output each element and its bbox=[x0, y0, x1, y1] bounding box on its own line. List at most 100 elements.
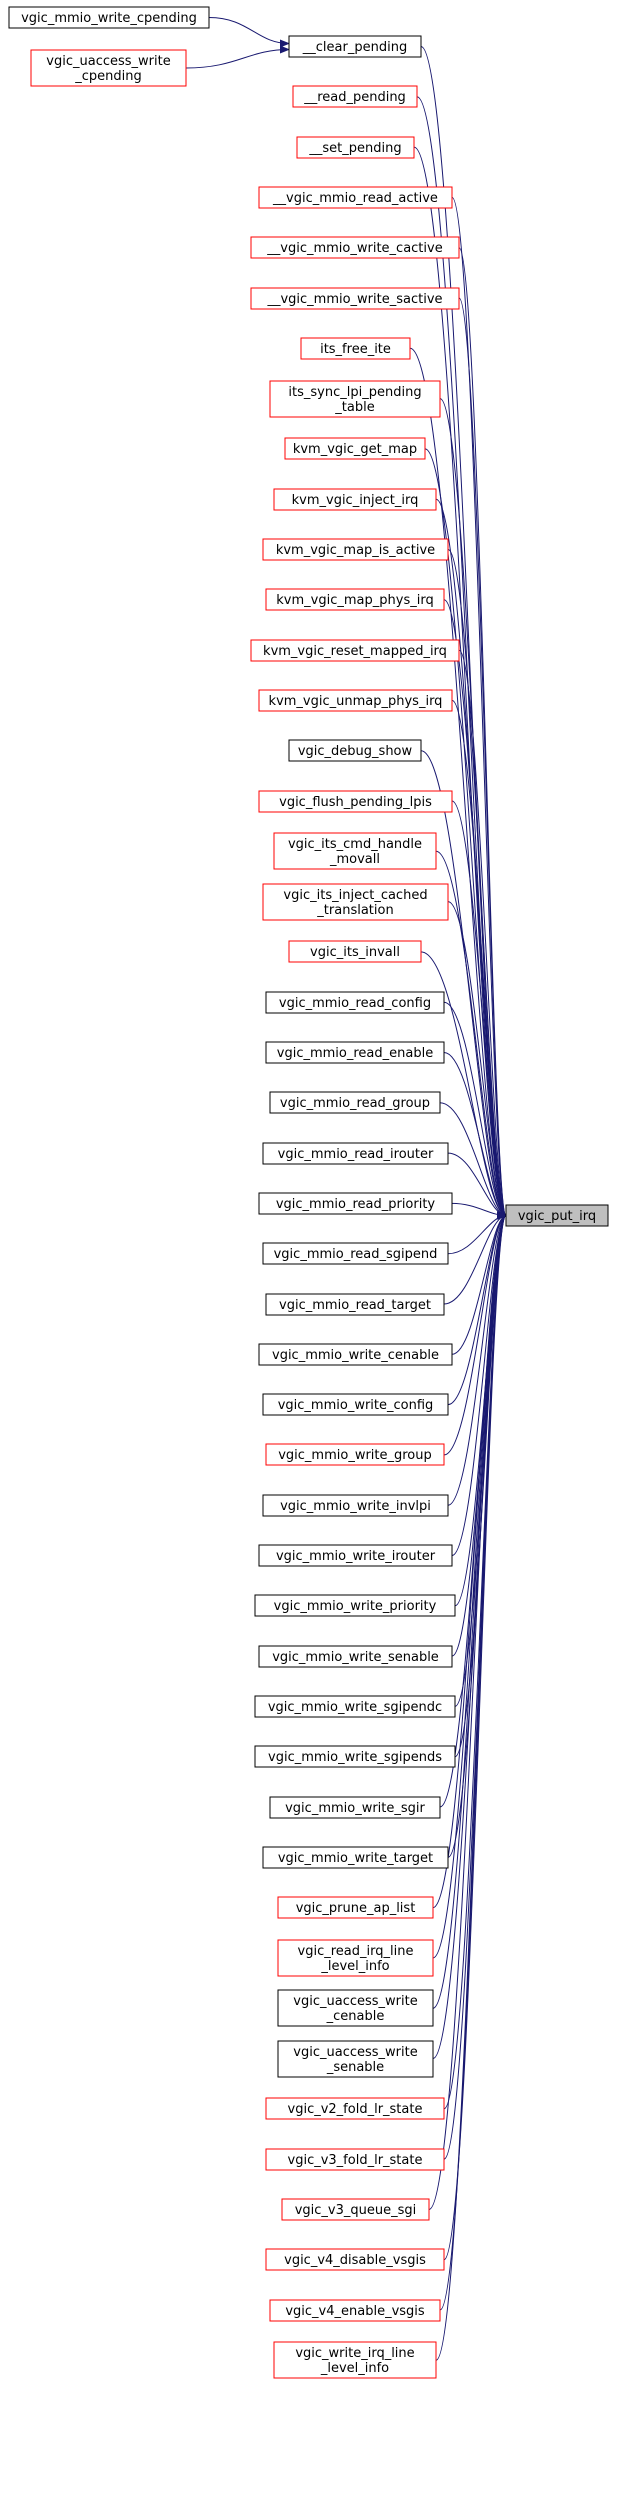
node-label: vgic_mmio_write_sgipendc bbox=[268, 1700, 442, 1715]
node-box bbox=[277, 1896, 434, 1919]
node-vgic-mmio-write-config[interactable]: vgic_mmio_write_config bbox=[262, 1393, 449, 1416]
node-label: kvm_vgic_inject_irq bbox=[292, 493, 419, 508]
node-label: _movall bbox=[329, 852, 380, 867]
node-label: vgic_its_inject_cached bbox=[283, 888, 427, 903]
node-box bbox=[269, 1796, 441, 1819]
node-box bbox=[258, 1544, 453, 1567]
node-vgic-mmio-read-config[interactable]: vgic_mmio_read_config bbox=[265, 991, 445, 1014]
edge-kvm-vgic-inject-irq bbox=[435, 498, 507, 1220]
node-label: vgic_mmio_read_irouter bbox=[278, 1147, 434, 1162]
node-label: _table bbox=[334, 400, 374, 415]
node-vgic-uaccess-write-senable[interactable]: vgic_uaccess_write_senable bbox=[277, 2040, 434, 2078]
node-vgic-mmio-read-irouter[interactable]: vgic_mmio_read_irouter bbox=[262, 1142, 449, 1165]
node-vgic-write-irq-line-level-info[interactable]: vgic_write_irq_line_level_info bbox=[273, 2341, 437, 2379]
node-label: _cpending bbox=[74, 69, 142, 84]
node-label: kvm_vgic_unmap_phys_irq bbox=[269, 694, 443, 709]
node-vgic-flush-pending-lpis[interactable]: vgic_flush_pending_lpis bbox=[258, 790, 453, 813]
node-its-sync-lpi-pending-table[interactable]: its_sync_lpi_pending_table bbox=[269, 380, 441, 418]
node-vgic-mmio-write-invlpi[interactable]: vgic_mmio_write_invlpi bbox=[262, 1494, 449, 1517]
node-vgic-v3-queue-sgi[interactable]: vgic_v3_queue_sgi bbox=[281, 2198, 430, 2221]
node-box bbox=[265, 1443, 445, 1466]
node-vgic-mmio-write-cenable[interactable]: vgic_mmio_write_cenable bbox=[258, 1343, 453, 1366]
node-label: vgic_v4_enable_vsgis bbox=[285, 2304, 425, 2319]
node-vgic-v3-fold-lr-state[interactable]: vgic_v3_fold_lr_state bbox=[265, 2148, 445, 2171]
node-box bbox=[273, 832, 437, 870]
edge-vgic-mmio-write-cpending bbox=[208, 17, 290, 48]
node-vgic-mmio-write-group[interactable]: vgic_mmio_write_group bbox=[265, 1443, 445, 1466]
node-label: its_sync_lpi_pending bbox=[288, 385, 421, 400]
node-kvm-vgic-inject-irq[interactable]: kvm_vgic_inject_irq bbox=[273, 488, 437, 511]
edge-kvm-vgic-get-map bbox=[424, 448, 507, 1220]
node-vgic-mmio-read-target[interactable]: vgic_mmio_read_target bbox=[265, 1293, 445, 1316]
node-vgic-put-irq[interactable]: vgic_put_irq bbox=[505, 1204, 609, 1227]
node-box bbox=[262, 1242, 449, 1265]
node-box bbox=[277, 2040, 434, 2078]
node-label: vgic_its_invall bbox=[310, 945, 400, 960]
edge-vgic-mmio-read-enable bbox=[443, 1052, 507, 1220]
nodes-layer: __clear_pending __read_pending __set_pendi… bbox=[8, 6, 609, 2379]
node-its-free-ite[interactable]: its_free_ite bbox=[300, 337, 411, 360]
node-box bbox=[288, 35, 422, 58]
node-vgic-mmio-read-group[interactable]: vgic_mmio_read_group bbox=[269, 1091, 441, 1114]
node-label: __clear_pending bbox=[302, 40, 407, 55]
node-box bbox=[300, 337, 411, 360]
node-vgic-uaccess-write-cpending[interactable]: vgic_uaccess_write_cpending bbox=[30, 49, 187, 87]
node-vgic-mmio-write-cactive[interactable]: __vgic_mmio_write_cactive bbox=[250, 236, 460, 259]
node-kvm-vgic-get-map[interactable]: kvm_vgic_get_map bbox=[284, 437, 426, 460]
edge-vgic-mmio-read-active bbox=[451, 196, 507, 1219]
node-box bbox=[262, 538, 449, 561]
node-label: vgic_mmio_write_invlpi bbox=[280, 1499, 431, 1514]
node-vgic-mmio-read-active[interactable]: __vgic_mmio_read_active bbox=[258, 186, 453, 209]
node-label: _level_info bbox=[320, 1959, 389, 1974]
node-label: vgic_uaccess_write bbox=[293, 1994, 417, 2009]
node-vgic-read-irq-line-level-info[interactable]: vgic_read_irq_line_level_info bbox=[277, 1939, 434, 1977]
node-kvm-vgic-map-phys-irq[interactable]: kvm_vgic_map_phys_irq bbox=[265, 588, 445, 611]
node-vgic-uaccess-write-cenable[interactable]: vgic_uaccess_write_cenable bbox=[277, 1989, 434, 2027]
node-vgic-v2-fold-lr-state[interactable]: vgic_v2_fold_lr_state bbox=[265, 2097, 445, 2120]
node-box bbox=[262, 1494, 449, 1517]
node-kvm-vgic-reset-mapped-irq[interactable]: kvm_vgic_reset_mapped_irq bbox=[250, 639, 460, 662]
node-vgic-v4-enable-vsgis[interactable]: vgic_v4_enable_vsgis bbox=[269, 2299, 441, 2322]
node-kvm-vgic-map-is-active[interactable]: kvm_vgic_map_is_active bbox=[262, 538, 449, 561]
node-box bbox=[250, 639, 460, 662]
node-box bbox=[288, 940, 422, 963]
node-box bbox=[265, 2097, 445, 2120]
node-label: vgic_write_irq_line bbox=[295, 2346, 414, 2361]
node-vgic-mmio-write-cpending[interactable]: vgic_mmio_write_cpending bbox=[8, 6, 210, 29]
node-vgic-mmio-read-enable[interactable]: vgic_mmio_read_enable bbox=[265, 1041, 445, 1064]
node-kvm-vgic-unmap-phys-irq[interactable]: kvm_vgic_unmap_phys_irq bbox=[258, 689, 453, 712]
node-label: vgic_its_cmd_handle bbox=[288, 837, 422, 852]
node-vgic-its-inject-cached-translation[interactable]: vgic_its_inject_cached_translation bbox=[262, 883, 449, 921]
node-vgic-mmio-write-irouter[interactable]: vgic_mmio_write_irouter bbox=[258, 1544, 453, 1567]
edge-vgic-v2-fold-lr-state bbox=[443, 1211, 507, 2110]
node-read-pending[interactable]: __read_pending bbox=[292, 85, 418, 108]
node-vgic-mmio-write-sgir[interactable]: vgic_mmio_write_sgir bbox=[269, 1796, 441, 1819]
node-box bbox=[265, 1041, 445, 1064]
node-box bbox=[258, 1645, 453, 1668]
node-vgic-mmio-write-senable[interactable]: vgic_mmio_write_senable bbox=[258, 1645, 453, 1668]
node-vgic-its-cmd-handle-movall[interactable]: vgic_its_cmd_handle_movall bbox=[273, 832, 437, 870]
node-vgic-debug-show[interactable]: vgic_debug_show bbox=[288, 739, 422, 762]
node-label: its_free_ite bbox=[320, 342, 391, 357]
node-set-pending[interactable]: __set_pending bbox=[296, 136, 415, 159]
node-label: vgic_mmio_write_sgipends bbox=[268, 1750, 442, 1765]
node-vgic-mmio-write-sactive[interactable]: __vgic_mmio_write_sactive bbox=[250, 287, 460, 310]
node-vgic-prune-ap-list[interactable]: vgic_prune_ap_list bbox=[277, 1896, 434, 1919]
node-vgic-mmio-write-sgipends[interactable]: vgic_mmio_write_sgipends bbox=[254, 1745, 456, 1768]
node-vgic-mmio-write-priority[interactable]: vgic_mmio_write_priority bbox=[254, 1594, 456, 1617]
node-vgic-mmio-read-sgipend[interactable]: vgic_mmio_read_sgipend bbox=[262, 1242, 449, 1265]
node-box bbox=[265, 2248, 445, 2271]
node-box bbox=[265, 2148, 445, 2171]
node-vgic-its-invall[interactable]: vgic_its_invall bbox=[288, 940, 422, 963]
node-vgic-mmio-write-target[interactable]: vgic_mmio_write_target bbox=[262, 1846, 449, 1869]
node-label: vgic_mmio_write_irouter bbox=[276, 1549, 436, 1564]
node-label: vgic_mmio_read_target bbox=[279, 1298, 431, 1313]
node-label: vgic_v3_queue_sgi bbox=[295, 2203, 417, 2218]
node-label: kvm_vgic_reset_mapped_irq bbox=[263, 644, 447, 659]
node-vgic-mmio-write-sgipendc[interactable]: vgic_mmio_write_sgipendc bbox=[254, 1695, 456, 1718]
edge-vgic-mmio-write-group bbox=[443, 1211, 507, 1456]
node-vgic-v4-disable-vsgis[interactable]: vgic_v4_disable_vsgis bbox=[265, 2248, 445, 2271]
node-clear-pending[interactable]: __clear_pending bbox=[288, 35, 422, 58]
node-vgic-mmio-read-priority[interactable]: vgic_mmio_read_priority bbox=[258, 1192, 453, 1215]
